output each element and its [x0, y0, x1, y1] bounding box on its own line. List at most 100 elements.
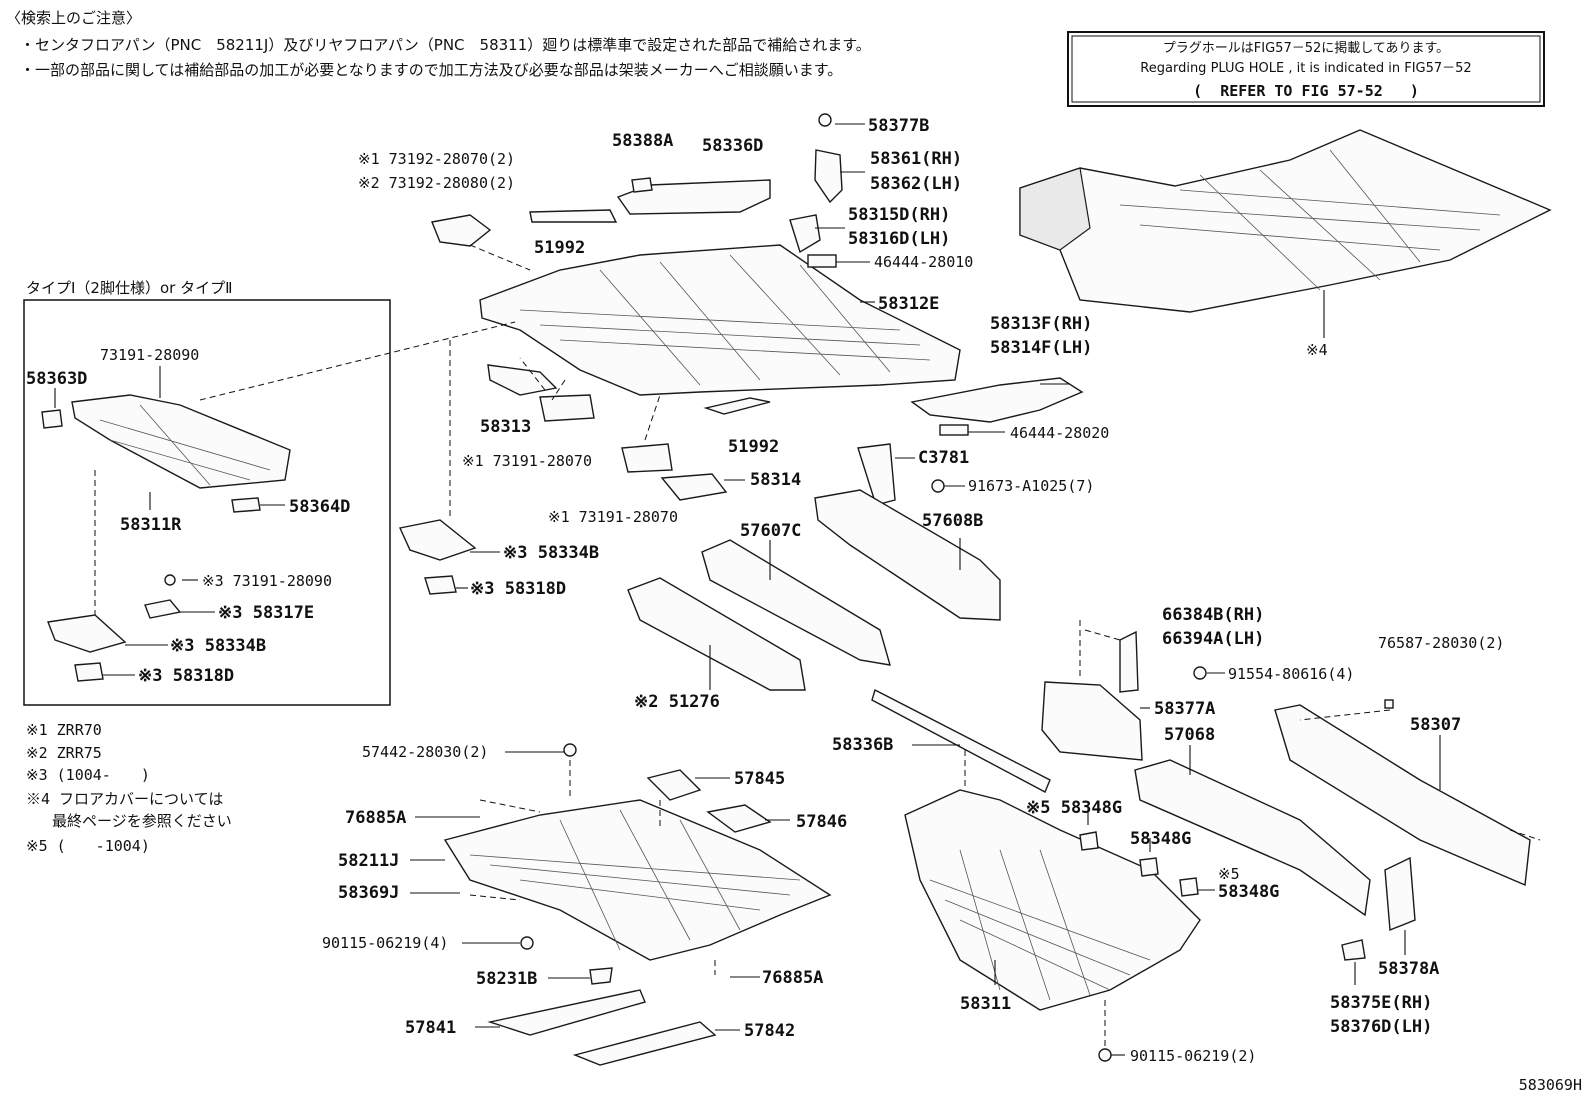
part-labels: 58388A 58336D 58377B ※1 73192-28070(2) ※…	[322, 116, 1504, 1065]
label-51992-mid: 51992	[728, 437, 779, 457]
panel-58313f-shape	[910, 377, 1084, 423]
label-58336d: 58336D	[702, 136, 763, 156]
part-58231b-shape	[589, 967, 613, 985]
label-57845: 57845	[734, 769, 785, 789]
label-66394a-lh: 66394A(LH)	[1162, 629, 1264, 649]
rear-floor-pan-58311-ribs	[929, 849, 1151, 1001]
label-57842: 57842	[744, 1021, 795, 1041]
inset-bracket-58334b-shape	[47, 614, 127, 653]
reference-box: プラグホールはFIG57－52に掲載してあります。 Regarding PLUG…	[1067, 31, 1545, 107]
label-58377a: 58377A	[1154, 699, 1215, 719]
member-51276-shape	[627, 577, 806, 691]
part-57845-shape	[646, 769, 702, 801]
bolt-57442-shape	[563, 743, 577, 757]
label-57841: 57841	[405, 1018, 456, 1038]
clip-58348g-c-shape	[1179, 877, 1199, 897]
part-shapes	[41, 113, 1552, 1066]
reference-box-line-2: Regarding PLUG HOLE , it is indicated in…	[1140, 61, 1471, 76]
inset-floor-58311r-shape	[71, 394, 291, 489]
label-58314: 58314	[750, 470, 801, 490]
legend-item-4: ※4 フロアカバーについては	[26, 790, 223, 808]
assembly-lines	[94, 244, 1541, 1048]
legend: ※1 ZRR70 ※2 ZRR75 ※3 (1004- ) ※4 フロアカバーに…	[26, 721, 232, 855]
member-57607c-shape	[701, 539, 891, 666]
inset-part-58363d-shape	[41, 409, 63, 429]
label-66384b-rh: 66384B(RH)	[1162, 605, 1264, 625]
label-73191-28070-a: ※1 73191-28070	[462, 452, 592, 470]
bracket-73191-lower-shape	[621, 443, 673, 473]
legend-item-2: ※2 ZRR75	[26, 744, 102, 762]
label-58231b: 58231B	[476, 969, 537, 989]
bolt-91673-shape	[931, 479, 945, 493]
inset-label-58334b: ※3 58334B	[170, 636, 266, 656]
label-58313f-rh: 58313F(RH)	[990, 314, 1092, 334]
label-58318d: ※3 58318D	[470, 579, 566, 599]
bracket-73192-shape	[431, 214, 492, 247]
clip-58377b-shape	[818, 113, 832, 127]
label-57442-28030: 57442-28030(2)	[362, 743, 488, 761]
bracket-73191-upper-shape	[539, 394, 595, 422]
label-91554-80616: 91554-80616(4)	[1228, 665, 1354, 683]
leader-lines	[54, 123, 1441, 1056]
clip-58348g-b-shape	[1139, 857, 1159, 877]
notes-line-2: ・一部の部品に関しては補給部品の加工が必要となりますので加工方法及び必要な部品は…	[20, 61, 842, 79]
inset-part-58317e-shape	[144, 599, 182, 619]
notes-heading: 〈検索上のご注意〉	[6, 9, 141, 27]
center-floor-pan-58211j-ribs	[469, 809, 801, 951]
label-51276: ※2 51276	[634, 692, 720, 712]
label-76885a-bottom: 76885A	[762, 968, 823, 988]
floor-pan-58312e-ribs	[519, 254, 931, 386]
label-57607c: 57607C	[740, 521, 801, 541]
bolt-90115-4-shape	[520, 936, 534, 950]
part-66384b-shape	[1119, 630, 1139, 693]
inset-frame	[23, 299, 391, 706]
label-c3781: C3781	[918, 448, 969, 468]
inset-label-73191-28090-3: ※3 73191-28090	[202, 572, 332, 590]
member-57608b-shape	[814, 489, 1001, 621]
brace-57841-shape	[487, 989, 646, 1036]
legend-item-5: ※5 ( -1004)	[26, 837, 150, 855]
label-58312e: 58312E	[878, 294, 939, 314]
label-51992-top: 51992	[534, 238, 585, 258]
label-58376d-lh: 58376D(LH)	[1330, 1017, 1432, 1037]
label-58361-rh: 58361(RH)	[870, 149, 962, 169]
inset-label-58318d: ※3 58318D	[138, 666, 234, 686]
label-73192-28080: ※2 73192-28080(2)	[358, 174, 515, 192]
reference-box-line-1: プラグホールはFIG57－52に掲載してあります。	[1163, 40, 1449, 56]
label-58307: 58307	[1410, 715, 1461, 735]
label-58348g-5b: 58348G	[1218, 882, 1279, 902]
label-58314f-lh: 58314F(LH)	[990, 338, 1092, 358]
label-73192-28070: ※1 73192-28070(2)	[358, 150, 515, 168]
label-76587-28030: 76587-28030(2)	[1378, 634, 1504, 652]
label-76885a-top: 76885A	[345, 808, 406, 828]
label-58315d-rh: 58315D(RH)	[848, 205, 950, 225]
label-90115-06219-2: 90115-06219(2)	[1130, 1047, 1256, 1065]
inset-label-58364d: 58364D	[289, 497, 350, 517]
part-58388a-shape	[631, 177, 653, 193]
label-58369j: 58369J	[338, 883, 399, 903]
label-note-4: ※4	[1306, 341, 1328, 359]
label-58336b: 58336B	[832, 735, 893, 755]
floor-pan-58312e-shape	[479, 244, 961, 396]
bolt-90115-2-shape	[1098, 1048, 1112, 1062]
part-51992-mid-shape	[703, 397, 771, 415]
member-57068-shape	[1134, 759, 1371, 917]
part-57846-shape	[706, 804, 772, 833]
label-90115-06219-4: 90115-06219(4)	[322, 934, 448, 952]
bracket-58318d-shape	[424, 575, 457, 595]
label-58378a: 58378A	[1378, 959, 1439, 979]
inset-bolt-73191-shape	[164, 574, 176, 586]
label-58375e-rh: 58375E(RH)	[1330, 993, 1432, 1013]
label-58362-lh: 58362(LH)	[870, 174, 962, 194]
bracket-58334b-shape	[398, 519, 477, 561]
label-91673-a1025: 91673-A1025(7)	[968, 477, 1094, 495]
legend-item-4-cont: 最終ページを参照ください	[52, 812, 232, 830]
inset-title: タイプⅠ（2脚仕様）or タイプⅡ	[26, 279, 232, 297]
rail-58336b-shape	[871, 688, 1051, 793]
inset-label-58317e: ※3 58317E	[218, 603, 314, 623]
inset-label-73191-28090: 73191-28090	[100, 346, 199, 364]
label-57846: 57846	[796, 812, 847, 832]
label-note-5: ※5	[1218, 865, 1240, 883]
clip-58348g-a-shape	[1079, 831, 1099, 851]
